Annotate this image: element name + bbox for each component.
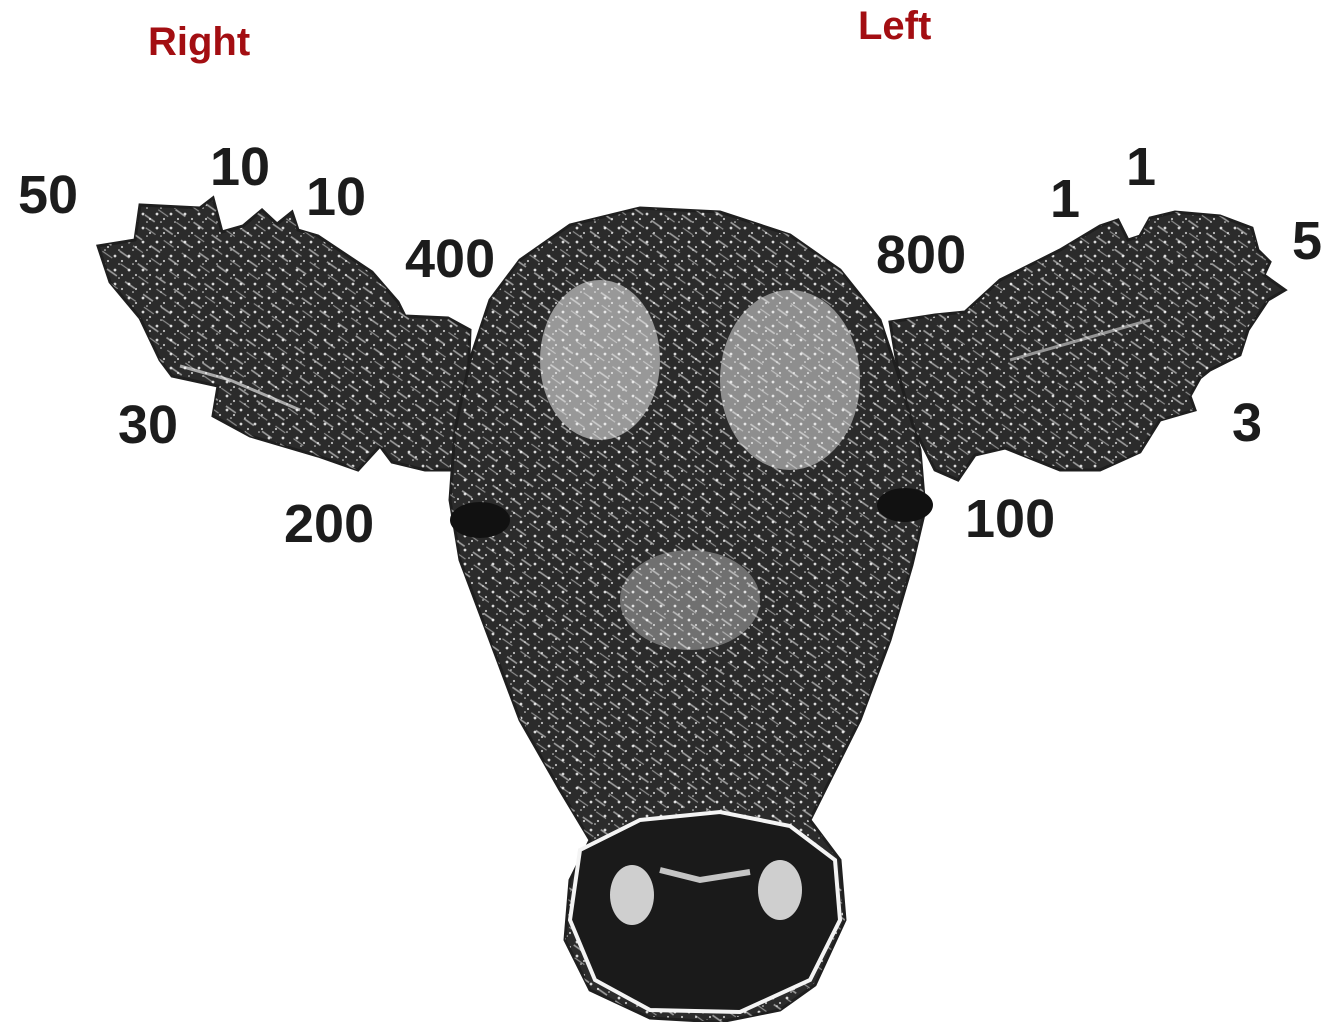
notch-value-right-top-inner: 10 xyxy=(306,170,366,224)
forehead-highlight-right xyxy=(720,290,860,470)
left-eye xyxy=(877,488,933,522)
notch-value-left-top-inner: 1 xyxy=(1050,172,1080,226)
right-eye xyxy=(450,502,510,538)
left-label: Left xyxy=(858,6,931,46)
notch-value-left-tip: 800 xyxy=(876,228,966,282)
notch-value-right-lower: 200 xyxy=(284,497,374,551)
forehead-highlight-left xyxy=(540,280,660,440)
right-label: Right xyxy=(148,22,250,62)
notch-value-right-bottom: 30 xyxy=(118,398,178,452)
calf-head xyxy=(450,208,933,1022)
notch-value-right-top-outer: 50 xyxy=(18,168,78,222)
notch-value-right-tip: 400 xyxy=(405,232,495,286)
right-nostril xyxy=(610,865,654,925)
notch-value-left-lower: 100 xyxy=(965,492,1055,546)
notch-value-left-tip-outer: 5 xyxy=(1292,214,1322,268)
left-nostril xyxy=(758,860,802,920)
muzzle xyxy=(570,812,840,1012)
notch-value-right-top-middle: 10 xyxy=(210,140,270,194)
notch-value-left-bottom: 3 xyxy=(1232,396,1262,450)
notch-value-left-top-outer: 1 xyxy=(1126,140,1156,194)
